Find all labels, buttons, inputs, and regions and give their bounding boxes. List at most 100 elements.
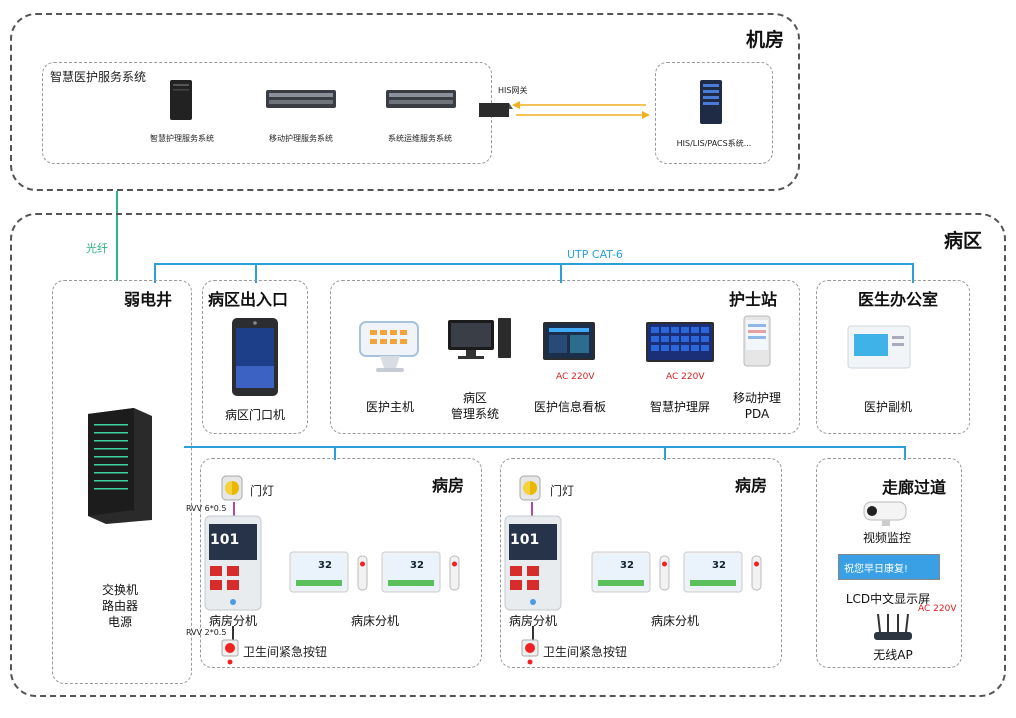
gateway-icon bbox=[479, 103, 513, 117]
bed-unit-icon bbox=[381, 551, 441, 593]
emergency-button-label: 卫生间紧急按钮 bbox=[543, 645, 628, 659]
rvv-bottom-wire bbox=[532, 626, 534, 642]
bed-temp-b2: 32 bbox=[712, 560, 726, 571]
his-system-label: HIS/LIS/PACS系统... bbox=[676, 139, 752, 148]
room-unit-label: 病房分机 bbox=[508, 614, 557, 628]
info-board-label: 医护信息看板 bbox=[533, 400, 606, 414]
doctor-office-zone bbox=[816, 280, 970, 434]
bed-unit-label: 病床分机 bbox=[350, 614, 399, 628]
nurse-station-title: 护士站 bbox=[729, 290, 778, 309]
ward-management-pc-icon bbox=[448, 318, 511, 359]
lcd-screen-text: 祝您早日康复! bbox=[844, 564, 909, 575]
rvv-bottom-label: RVV 2*0.5 bbox=[186, 628, 227, 637]
bed-call-handle-icon bbox=[659, 555, 670, 591]
bed-temp-a1: 32 bbox=[318, 560, 332, 571]
weak-well-line-power: 电源 bbox=[107, 615, 132, 629]
ward-room-b-zone bbox=[500, 458, 782, 668]
corridor-power: AC 220V bbox=[918, 604, 957, 614]
ward-room-a-zone bbox=[200, 458, 482, 668]
utp-drop-corridor bbox=[904, 446, 906, 460]
rack-server-icon bbox=[386, 90, 456, 108]
smart-care-screen-icon bbox=[646, 322, 714, 362]
door-light-icon bbox=[221, 475, 243, 501]
bed-call-handle-icon bbox=[449, 555, 460, 591]
rvv-bottom-wire bbox=[232, 626, 234, 642]
ward-management-label-text: 病区 管理系统 bbox=[450, 391, 499, 421]
fiber-line bbox=[116, 191, 118, 281]
weak-well-line-router: 路由器 bbox=[101, 599, 138, 613]
camera-icon bbox=[863, 501, 907, 526]
entrance-title: 病区出入口 bbox=[208, 290, 289, 309]
utp-drop-ward-a bbox=[334, 446, 336, 460]
bed-call-handle-icon bbox=[357, 555, 368, 591]
weak-well-line-switch: 交换机 bbox=[101, 583, 138, 597]
ward-area-boundary bbox=[10, 213, 1006, 697]
smart-care-screen-label: 智慧护理屏 bbox=[649, 400, 710, 414]
ward-area-title: 病区 bbox=[944, 230, 983, 252]
emergency-button-label: 卫生间紧急按钮 bbox=[243, 645, 328, 659]
nurse-slave-label: 医护副机 bbox=[863, 400, 912, 414]
rvv-top-label: RVV 6*0.5 bbox=[186, 504, 227, 513]
network-cabinet-icon bbox=[88, 408, 152, 524]
utp-drop-ward-b bbox=[664, 446, 666, 460]
entrance-zone bbox=[202, 280, 308, 434]
pda-label: 移动护理 PDA bbox=[724, 390, 790, 422]
bed-unit-icon bbox=[289, 551, 349, 593]
rvv-top-wire bbox=[233, 502, 235, 516]
rvv-top-wire bbox=[531, 502, 533, 516]
nurse-master-icon bbox=[359, 321, 419, 372]
utp-drop-weak-well bbox=[154, 263, 156, 283]
weak-well-zone bbox=[52, 280, 192, 684]
server-label-ops: 系统运维服务系统 bbox=[388, 134, 452, 143]
camera-label: 视频监控 bbox=[862, 531, 911, 545]
ward-room-b-title: 病房 bbox=[735, 476, 768, 495]
door-light-label: 门灯 bbox=[250, 484, 275, 498]
bed-unit-icon bbox=[591, 551, 651, 593]
wireless-ap-label: 无线AP bbox=[873, 648, 913, 662]
door-light-label: 门灯 bbox=[550, 484, 575, 498]
corridor-title: 走廊过道 bbox=[882, 478, 947, 497]
utp-label: UTP CAT-6 bbox=[567, 248, 623, 261]
room-unit-label: 病房分机 bbox=[208, 614, 257, 628]
his-server-icon bbox=[700, 80, 722, 124]
fiber-label: 光纤 bbox=[86, 242, 108, 255]
weak-well-title: 弱电井 bbox=[124, 290, 173, 309]
pda-label-text: 移动护理 PDA bbox=[732, 391, 781, 421]
tower-server-icon bbox=[170, 80, 192, 120]
smart-care-screen-power: AC 220V bbox=[666, 372, 705, 382]
machine-room-boundary bbox=[10, 13, 800, 191]
utp-drop-entrance bbox=[255, 263, 257, 283]
machine-room-title: 机房 bbox=[746, 29, 785, 51]
nurse-station-zone bbox=[330, 280, 800, 434]
doctor-office-title: 医生办公室 bbox=[858, 290, 939, 309]
wireless-ap-icon bbox=[874, 613, 912, 640]
bed-unit-label: 病床分机 bbox=[650, 614, 699, 628]
utp-drop-nurse bbox=[560, 263, 562, 283]
bed-temp-b1: 32 bbox=[620, 560, 634, 571]
info-board-power: AC 220V bbox=[556, 372, 595, 382]
bed-temp-a2: 32 bbox=[410, 560, 424, 571]
utp-lower-bus bbox=[184, 446, 904, 448]
smart-care-system-title: 智慧医护服务系统 bbox=[50, 70, 147, 84]
door-terminal-icon bbox=[232, 318, 278, 396]
rack-server-icon bbox=[266, 90, 336, 108]
room-number: 101 bbox=[510, 532, 540, 548]
room-unit-icon bbox=[504, 515, 562, 611]
his-system-group bbox=[655, 62, 773, 164]
corridor-zone bbox=[816, 458, 962, 668]
his-link-arrows bbox=[512, 101, 650, 119]
room-number: 101 bbox=[210, 532, 240, 548]
bed-unit-icon bbox=[683, 551, 743, 593]
ward-management-label: 病区 管理系统 bbox=[440, 390, 510, 422]
utp-trunk-line bbox=[154, 263, 914, 265]
ward-room-a-title: 病房 bbox=[432, 476, 465, 495]
nurse-slave-icon bbox=[847, 325, 911, 369]
emergency-button-icon bbox=[521, 639, 539, 665]
server-label-mobile-care: 移动护理服务系统 bbox=[269, 134, 333, 143]
pda-icon bbox=[743, 315, 771, 367]
door-light-icon bbox=[519, 475, 541, 501]
door-terminal-label: 病区门口机 bbox=[224, 408, 285, 422]
utp-drop-doctor bbox=[912, 263, 914, 283]
room-unit-icon bbox=[204, 515, 262, 611]
lcd-label: LCD中文显示屏 bbox=[845, 592, 931, 606]
